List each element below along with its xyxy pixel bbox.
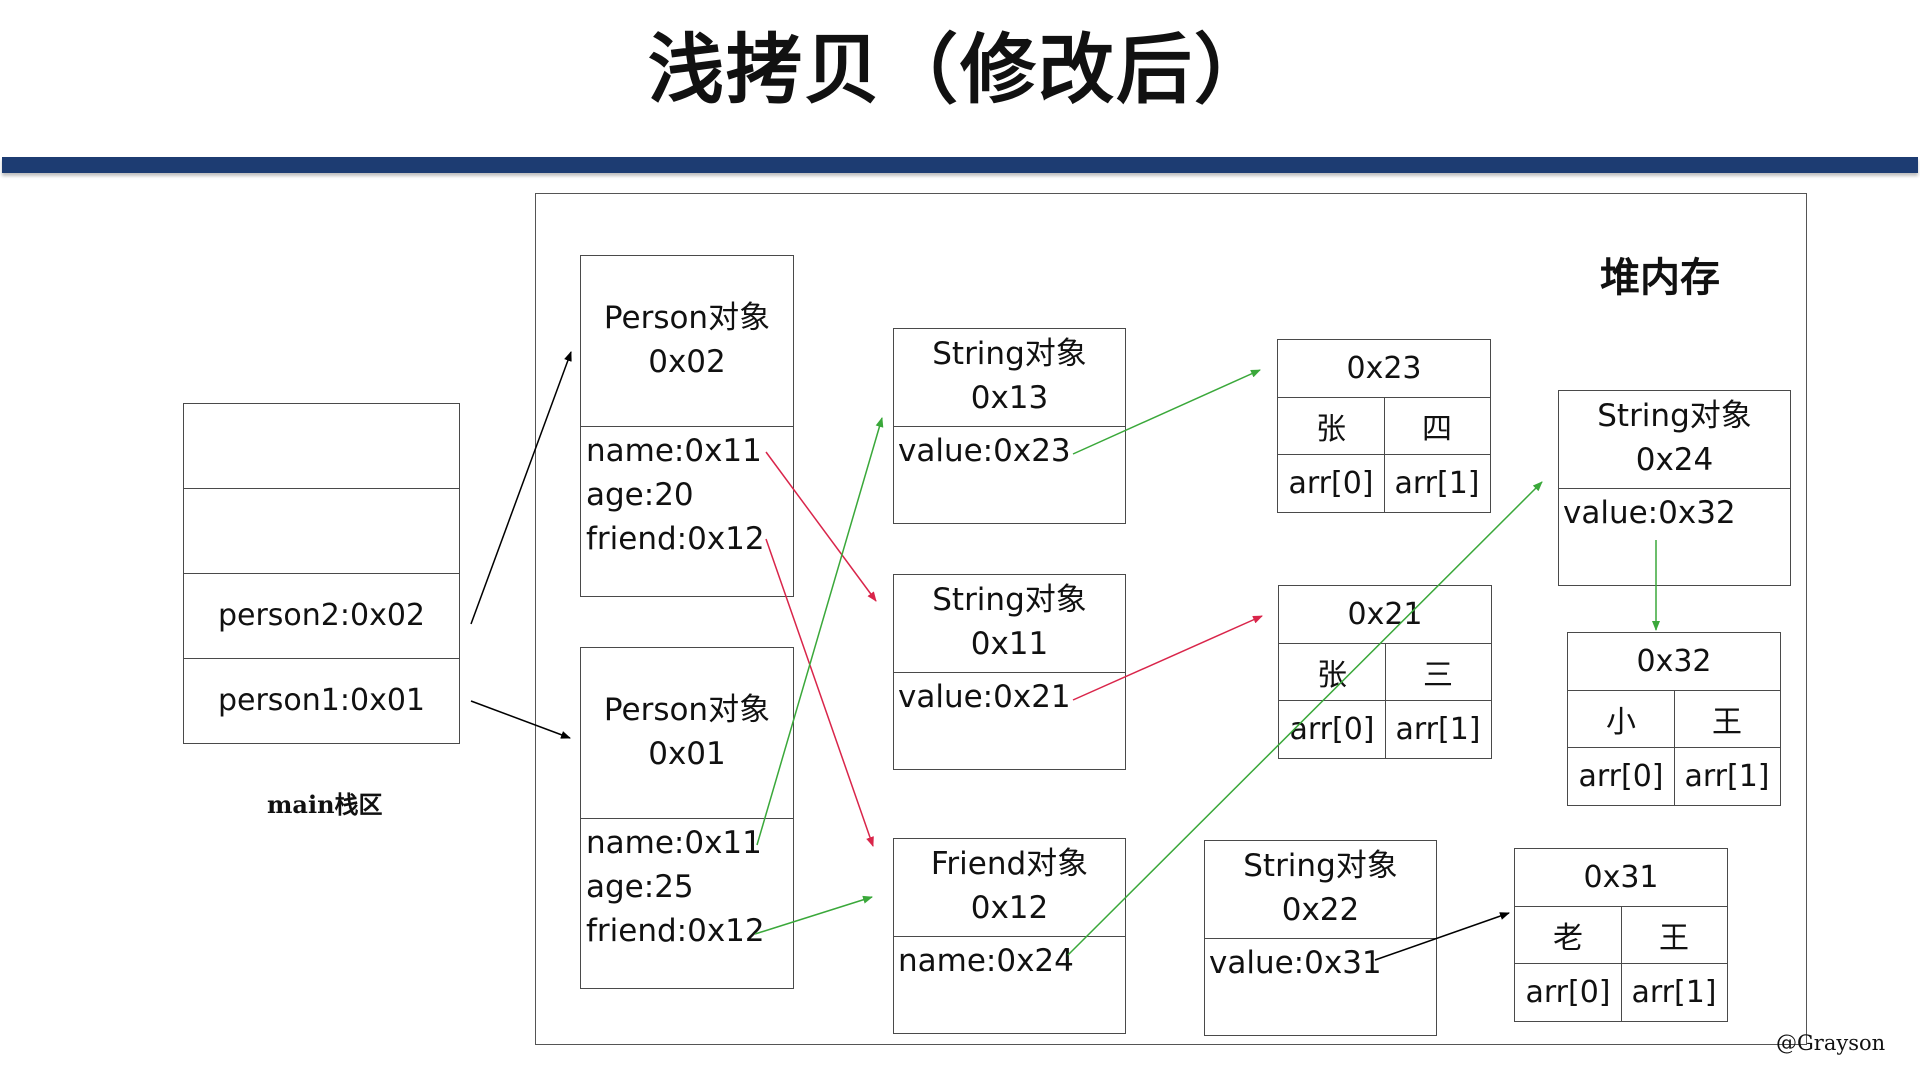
array-0x31-index-1: arr[1]: [1631, 974, 1717, 1010]
friend-0x12-address: 0x12: [970, 890, 1049, 926]
array-0x21-index-1: arr[1]: [1395, 711, 1481, 747]
string-0x24-address: 0x24: [1635, 442, 1714, 478]
person-0x01-field-age: age:25: [586, 869, 694, 905]
array-0x31-char-0: 老: [1553, 920, 1583, 956]
person-object-0x01: Person对象 0x01 name:0x11 age:25 friend:0x…: [580, 647, 794, 989]
array-0x32-char-0: 小: [1606, 704, 1636, 740]
arrow-string-0x13-to-array-0x23: [1072, 369, 1261, 455]
arrow-friend-name-to-string-0x24: [1067, 481, 1543, 956]
array-0x32-address: 0x32: [1636, 644, 1712, 679]
string-0x24-type: String对象: [1597, 398, 1752, 434]
string-0x22-field-value: value:0x31: [1209, 945, 1382, 981]
person-0x01-field-name: name:0x11: [586, 825, 762, 861]
friend-0x12-type: Friend对象: [930, 846, 1089, 882]
string-0x22-address: 0x22: [1281, 892, 1360, 928]
arrow-string-0x22-to-array-0x31: [1374, 912, 1510, 961]
char-array-0x32: 0x32 小 王 arr[0] arr[1]: [1567, 632, 1781, 806]
string-object-0x13: String对象 0x13 value:0x23: [893, 328, 1126, 524]
person-0x02-field-name: name:0x11: [586, 433, 762, 469]
person-0x02-field-age: age:20: [586, 477, 694, 513]
main-stack-label: main栈区: [267, 790, 383, 819]
arrow-p2-name-to-string-0x11: [765, 451, 877, 602]
string-object-0x11: String对象 0x11 value:0x21: [893, 574, 1126, 770]
stack-slot-person1: person1:0x01: [217, 683, 426, 718]
stack-slot-person2: person2:0x02: [217, 598, 426, 633]
string-0x24-field-value: value:0x32: [1563, 495, 1736, 531]
heap-memory-label: 堆内存: [1600, 254, 1720, 301]
string-0x11-address: 0x11: [970, 626, 1049, 662]
person-object-0x02: Person对象 0x02 name:0x11 age:20 friend:0x…: [580, 255, 794, 597]
array-0x21-char-0: 张: [1317, 657, 1347, 693]
array-0x23-index-0: arr[0]: [1288, 465, 1374, 501]
friend-0x12-field-name: name:0x24: [898, 943, 1074, 979]
array-0x31-index-0: arr[0]: [1525, 974, 1611, 1010]
person-0x01-field-friend: friend:0x12: [586, 913, 765, 949]
person-0x02-address: 0x02: [648, 344, 726, 380]
title-divider-bar: [2, 157, 1918, 173]
array-0x32-index-1: arr[1]: [1684, 758, 1770, 794]
array-0x31-char-1: 王: [1659, 920, 1689, 956]
array-0x23-index-1: arr[1]: [1394, 465, 1480, 501]
array-0x32-char-1: 王: [1712, 704, 1742, 740]
array-0x23-char-0: 张: [1316, 411, 1346, 447]
char-array-0x21: 0x21 张 三 arr[0] arr[1]: [1278, 585, 1492, 759]
string-0x11-field-value: value:0x21: [898, 679, 1071, 715]
arrow-p2-friend-to-friend-0x12: [765, 538, 874, 847]
string-0x13-field-value: value:0x23: [898, 433, 1071, 469]
arrow-p1-friend-to-friend-0x12: [754, 895, 873, 935]
arrow-person1-to-person-0x01: [470, 700, 571, 739]
person-0x01-address: 0x01: [648, 736, 726, 772]
string-0x11-type: String对象: [932, 582, 1087, 618]
array-0x23-address: 0x23: [1346, 351, 1422, 386]
char-array-0x31: 0x31 老 王 arr[0] arr[1]: [1514, 848, 1728, 1022]
array-0x21-char-1: 三: [1423, 657, 1453, 693]
person-0x01-type: Person对象: [603, 692, 771, 728]
string-0x13-type: String对象: [932, 336, 1087, 372]
arrow-string-0x11-to-array-0x21: [1072, 615, 1263, 701]
string-0x13-address: 0x13: [970, 380, 1049, 416]
person-0x02-type: Person对象: [603, 300, 771, 336]
string-object-0x22: String对象 0x22 value:0x31: [1204, 840, 1437, 1036]
author-credit: @Grayson: [1776, 1031, 1886, 1055]
array-0x21-index-0: arr[0]: [1289, 711, 1375, 747]
array-0x31-address: 0x31: [1583, 860, 1659, 895]
arrow-p1-name-to-string-0x13: [756, 417, 884, 846]
person-0x02-field-friend: friend:0x12: [586, 521, 765, 557]
array-0x23-char-1: 四: [1422, 411, 1452, 447]
arrow-person2-to-person-0x02: [470, 351, 572, 625]
string-object-0x24: String对象 0x24 value:0x32: [1558, 390, 1791, 586]
char-array-0x23: 0x23 张 四 arr[0] arr[1]: [1277, 339, 1491, 513]
string-0x22-type: String对象: [1243, 848, 1398, 884]
array-0x32-index-0: arr[0]: [1578, 758, 1664, 794]
page-title: 浅拷贝（修改后）: [648, 25, 1272, 114]
main-stack-frame: person2:0x02 person1:0x01: [183, 403, 460, 744]
